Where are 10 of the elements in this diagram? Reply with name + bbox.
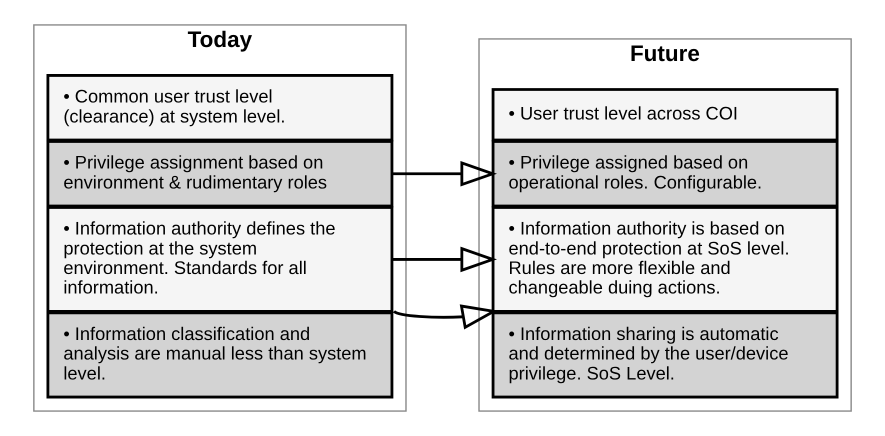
node-box: • Information classification and analysis are manual less than system level. — [46, 311, 394, 398]
node-box: • Information authority is based on end-to-end protection at SoS level. Rules are more flexible and changeable duing actions. — [492, 206, 838, 313]
node-box: • Common user trust level (clearance) at system level. — [46, 74, 394, 142]
node-box: • Privilege assignment based on environment & rudimentary roles — [46, 140, 394, 208]
node-box: • Information authority defines the protection at the system environment. Standards for all information. — [46, 206, 394, 313]
node-box: • Privilege assigned based on operational roles. Configurable. — [492, 140, 838, 208]
arrow — [392, 160, 497, 187]
arrow — [392, 246, 497, 272]
node-box: • Information sharing is automatic and determined by the user/device privilege. SoS Level. — [492, 311, 838, 398]
node-box: • User trust level across COI — [492, 88, 838, 142]
